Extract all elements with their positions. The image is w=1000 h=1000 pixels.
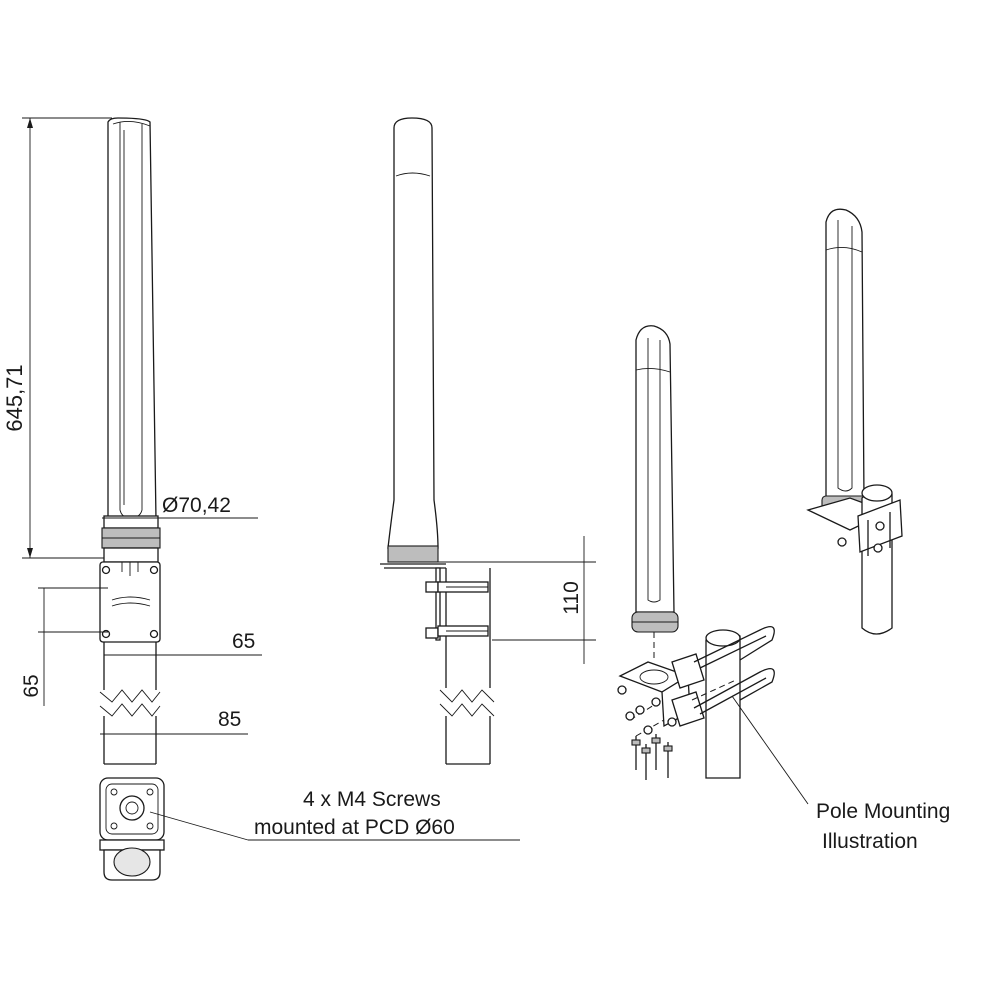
screws-note-line2: mounted at PCD Ø60: [254, 816, 455, 839]
diameter-dimension-label: Ø70,42: [162, 494, 231, 517]
bottom-view: [99, 777, 520, 881]
fasteners: [617, 685, 677, 780]
dim-65-horizontal-label: 65: [232, 630, 255, 653]
pole-mounting-label-line1: Pole Mounting: [816, 800, 950, 823]
exploded-view: [617, 325, 809, 805]
dim-65-vertical-label: 65: [20, 674, 43, 697]
dim-85-label: 85: [218, 708, 241, 731]
pole-mounting-label-line2: Illustration: [822, 830, 918, 853]
front-view: [22, 117, 262, 765]
assembled-view: [806, 208, 903, 635]
side-view: [380, 117, 596, 765]
height-dimension-label: 645,71: [2, 364, 27, 431]
screws-note-line1: 4 x M4 Screws: [303, 788, 441, 811]
dim-110-label: 110: [560, 581, 583, 614]
